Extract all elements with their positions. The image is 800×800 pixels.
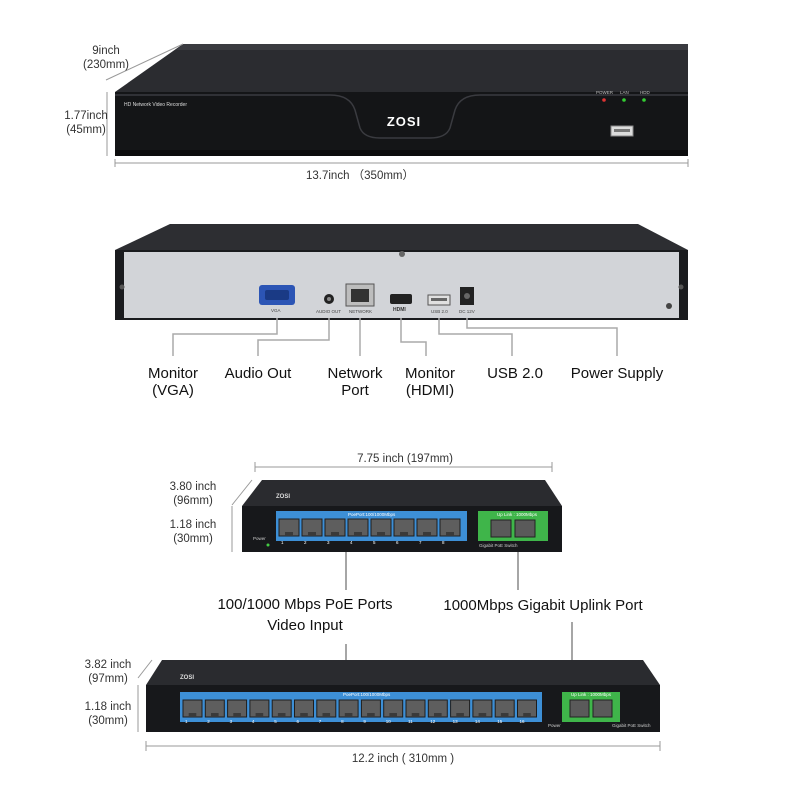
switch16-height-label: 1.18 inch (30mm) <box>84 701 132 727</box>
network-callout-label: Network Port <box>327 365 383 399</box>
switch8-brand-logo: ZOSI <box>276 494 291 500</box>
switch16-depth-line <box>137 659 153 679</box>
nvr-height-label: 1.77inch (45mm) <box>64 110 108 136</box>
power-callout-line <box>466 318 618 356</box>
switch8-port-number: 2 <box>304 540 307 545</box>
switch16-port-number: 13 <box>452 719 458 724</box>
switch16-poe-label: PoePort:100/1000Mbps <box>343 692 391 697</box>
uplink-callout-label: 1000Mbps Gigabit Uplink Port <box>443 597 643 614</box>
switch8-power-label: Power <box>253 536 266 541</box>
switch16-port-number: 9 <box>363 719 366 724</box>
switch8-port-number: 7 <box>419 540 422 545</box>
switch16-power-label: Power <box>548 723 561 728</box>
nvr-brand-logo: ZOSI <box>386 114 422 129</box>
switch16-port-number: 1 <box>185 719 188 724</box>
vga-callout-label: Monitor (VGA) <box>147 365 199 399</box>
poe-callout-label: 100/1000 Mbps PoE Ports Video Input <box>217 596 393 634</box>
switch16-port-number: 8 <box>341 719 344 724</box>
switch16-depth-label: 3.82 inch (97mm) <box>84 659 132 685</box>
switch8-width-label: 7.75 inch (197mm) <box>357 453 453 465</box>
switch16-top <box>146 660 660 685</box>
switch16-uplink-port-2 <box>592 699 613 718</box>
nvr-depth-label: 9inch (230mm) <box>82 45 129 71</box>
switch8-top <box>242 480 562 506</box>
audio-callout-line <box>257 318 330 356</box>
switch16-port-number: 10 <box>385 719 391 724</box>
nvr-top-panel <box>115 44 688 92</box>
switch8-depth-label: 3.80 inch (96mm) <box>169 481 217 507</box>
audio-port-tag: AUDIO OUT <box>316 309 342 314</box>
switch16-port-number: 3 <box>229 719 233 724</box>
nvr-width-label: 13.7inch （350mm） <box>305 170 415 182</box>
switch16-port-number: 11 <box>408 719 413 724</box>
switch8-height-label: 1.18 inch (30mm) <box>169 519 217 545</box>
power-callout-label: Power Supply <box>570 365 664 382</box>
power-indicator-label: POWER <box>596 90 614 95</box>
hdmi-port-icon <box>390 294 412 304</box>
switch16-port-number: 7 <box>318 719 322 724</box>
switch16-port-number: 4 <box>251 719 255 724</box>
switch16-port-number: 16 <box>519 719 525 724</box>
dc-port-tag: DC 12V <box>459 309 475 314</box>
switch8-port-number: 6 <box>396 540 399 545</box>
usb-callout-label: USB 2.0 <box>487 365 543 382</box>
switch16-port-number: 5 <box>274 719 277 724</box>
switch16-port-number: 2 <box>207 719 210 724</box>
hdd-indicator-label: HDD <box>640 90 650 95</box>
switch16-uplink-label: Up Link : 1000Mbps <box>571 692 612 697</box>
switch8-port-number: 1 <box>281 540 284 545</box>
hdmi-logo-tag: HDMI <box>393 307 406 313</box>
switch8-uplink-panel <box>478 511 548 541</box>
switch8-port-number: 5 <box>373 540 376 545</box>
nvr-front-panel <box>115 92 688 156</box>
nvr-front-caption: HD Network Video Recorder <box>124 102 187 108</box>
power-led <box>602 98 606 102</box>
switch8-depth-line <box>231 479 253 506</box>
usb-callout-line <box>438 318 513 356</box>
switch8-poe-label: PoePort:100/1000Mbps <box>348 512 396 517</box>
switch16-port-number: 15 <box>497 719 503 724</box>
switch16-port-number: 6 <box>296 719 300 724</box>
switch8-port-number: 8 <box>442 540 445 545</box>
switch8-model-label: Gigabit PoE Switch <box>479 543 518 548</box>
switch8-port-number: 4 <box>350 540 353 545</box>
switch16-port-number: 12 <box>430 719 436 724</box>
switch16-width-label: 12.2 inch ( 310mm ) <box>351 753 455 765</box>
hdd-led <box>642 98 646 102</box>
switch16-model-label: Gigabit PoE Switch <box>612 723 651 728</box>
network-port-tag: NETWORK <box>349 309 372 314</box>
usb-port-tag: USB 2.0 <box>431 309 448 314</box>
nvr-rear-panel <box>124 252 679 318</box>
vga-port-tag: VGA <box>271 308 281 313</box>
hdmi-callout-line <box>400 318 427 356</box>
switch8-uplink-label: Up Link : 1000Mbps <box>497 512 538 517</box>
switch16-poe-ports <box>182 699 537 718</box>
switch8-port-number: 3 <box>327 540 330 545</box>
vga-callout-line <box>172 318 278 356</box>
lan-led <box>622 98 626 102</box>
switch8-poe-ports <box>278 518 461 537</box>
lan-indicator-label: LAN <box>620 90 629 95</box>
hdmi-callout-label: Monitor (HDMI) <box>404 365 456 399</box>
nvr-rear-top <box>115 224 688 250</box>
ground-screw-icon <box>666 303 672 309</box>
switch8-uplink-port-2 <box>514 519 536 538</box>
switch8-uplink-port-1 <box>490 519 512 538</box>
depth-dimension-line <box>105 43 184 81</box>
switch16-port-number: 14 <box>474 719 480 724</box>
switch16-brand-logo: ZOSI <box>180 675 195 681</box>
switch16-uplink-port-1 <box>569 699 590 718</box>
audio-callout-label: Audio Out <box>224 365 292 382</box>
